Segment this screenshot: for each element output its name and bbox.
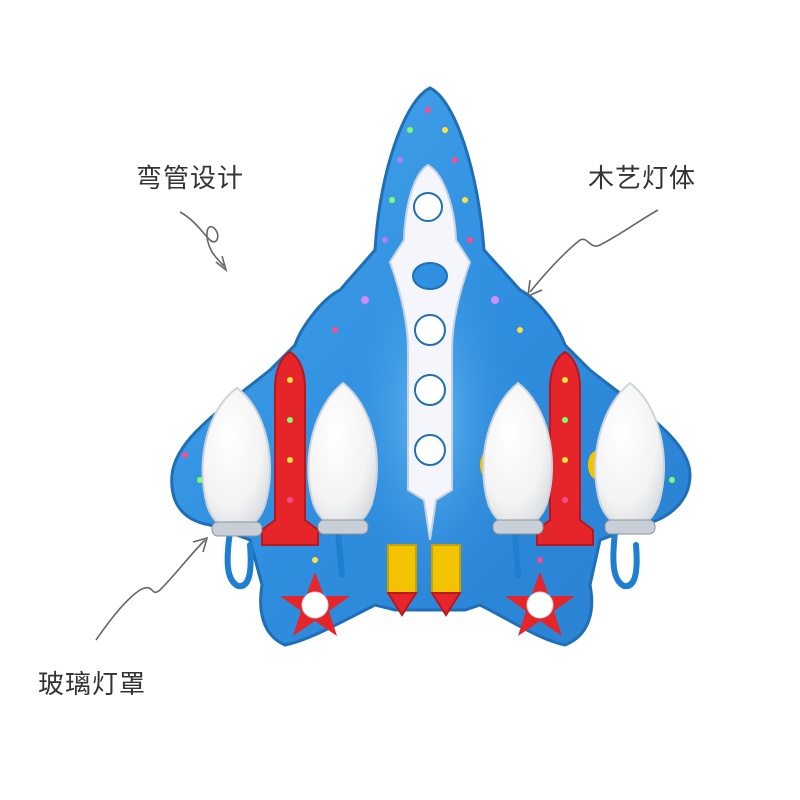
missile-right — [536, 350, 594, 546]
missile-left — [261, 350, 319, 546]
glass-shade-2 — [307, 381, 379, 535]
cockpit-panel — [388, 163, 472, 541]
glass-shade-4 — [594, 381, 666, 535]
decorative-lights — [182, 107, 675, 563]
arrow-wood-body — [527, 209, 659, 298]
engine-right — [430, 544, 462, 617]
cockpit-windows — [412, 192, 448, 466]
arrow-bent-tube — [179, 211, 228, 273]
callout-glass-shade: 玻璃灯罩 — [38, 670, 147, 700]
engine-left — [386, 544, 418, 617]
glass-shade-1 — [201, 386, 272, 537]
glass-shade-3 — [482, 381, 554, 535]
star-emblem-left — [280, 572, 350, 636]
star-emblem-right — [505, 572, 575, 636]
callout-bent-tube: 弯管设计 — [136, 164, 245, 194]
callout-wood-body: 木艺灯体 — [588, 164, 697, 194]
arrow-glass-shade — [95, 536, 209, 641]
bent-tube-arms — [224, 529, 640, 590]
